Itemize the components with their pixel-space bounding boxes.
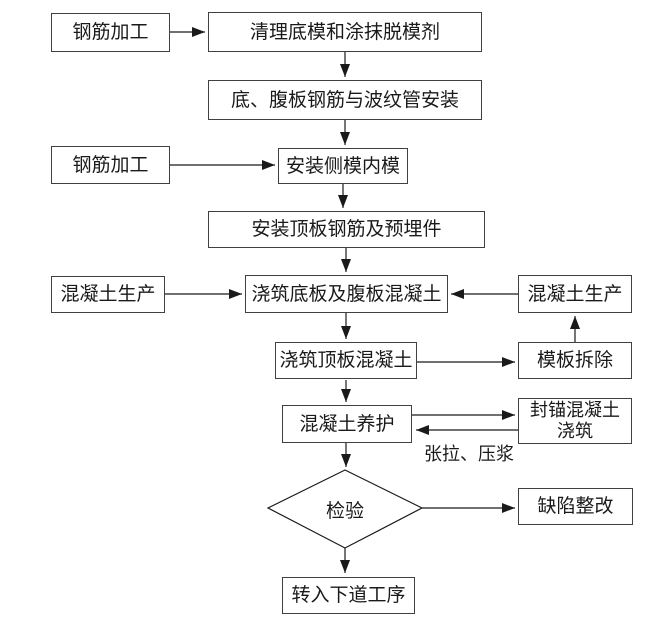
flow-node-label: 钢筋加工 (72, 22, 149, 43)
flow-node-rebar-processing-top: 钢筋加工 (51, 13, 170, 52)
flow-node-formwork-removal: 模板拆除 (518, 342, 632, 379)
flow-node-label: 安装顶板钢筋及预埋件 (251, 219, 442, 240)
flow-node-install-side-inner-formwork: 安装侧模内模 (278, 148, 408, 184)
flow-node-label: 浇筑顶板混凝土 (279, 350, 413, 371)
flow-node-pour-bottom-web-concrete: 浇筑底板及腹板混凝土 (245, 275, 448, 313)
flow-node-defect-rectification: 缺陷整改 (518, 488, 633, 525)
flow-node-label: 混凝土生产 (60, 284, 156, 305)
flow-node-label: 缺陷整改 (537, 496, 614, 517)
flow-node-concrete-curing: 混凝土养护 (282, 405, 412, 443)
flow-node-rebar-processing-mid: 钢筋加工 (51, 146, 170, 184)
inspection-decision-diamond (266, 469, 424, 549)
edge-label-tension-grouting: 张拉、压浆 (424, 444, 514, 464)
flow-node-next-process: 转入下道工序 (282, 577, 415, 614)
flow-node-label: 底、腹板钢筋与波纹管安装 (230, 89, 459, 111)
flow-node-concrete-production-left: 混凝土生产 (51, 276, 165, 313)
flow-node-clean-bottom-formwork: 清理底模和涂抹脱模剂 (208, 12, 482, 52)
flow-node-label: 混凝土生产 (527, 283, 623, 305)
flow-node-label: 转入下道工序 (291, 585, 406, 606)
flow-node-label: 混凝土养护 (299, 413, 395, 435)
flow-node-anchor-sealing-concrete-pouring: 封锚混凝土 浇筑 (518, 398, 632, 444)
flow-node-pour-top-slab-concrete: 浇筑顶板混凝土 (275, 342, 417, 379)
flow-node-label: 模板拆除 (536, 350, 613, 371)
flow-node-inspection-decision: 检验 (268, 470, 422, 548)
flow-node-label-line1: 封锚混凝土 (530, 400, 620, 420)
flow-node-label: 浇筑底板及腹板混凝土 (251, 283, 442, 305)
flow-node-label: 检验 (325, 500, 364, 522)
flow-node-bottom-web-rebar-duct-install: 底、腹板钢筋与波纹管安装 (208, 80, 482, 120)
flow-node-label: 清理底模和涂抹脱模剂 (249, 21, 440, 43)
flow-node-install-top-rebar-embedded: 安装顶板钢筋及预埋件 (208, 211, 485, 248)
flow-node-label: 钢筋加工 (72, 154, 149, 176)
flow-node-label: 安装侧模内模 (285, 155, 400, 177)
flow-node-label-line2: 浇筑 (557, 421, 593, 441)
flow-node-concrete-production-right: 混凝土生产 (518, 275, 632, 313)
